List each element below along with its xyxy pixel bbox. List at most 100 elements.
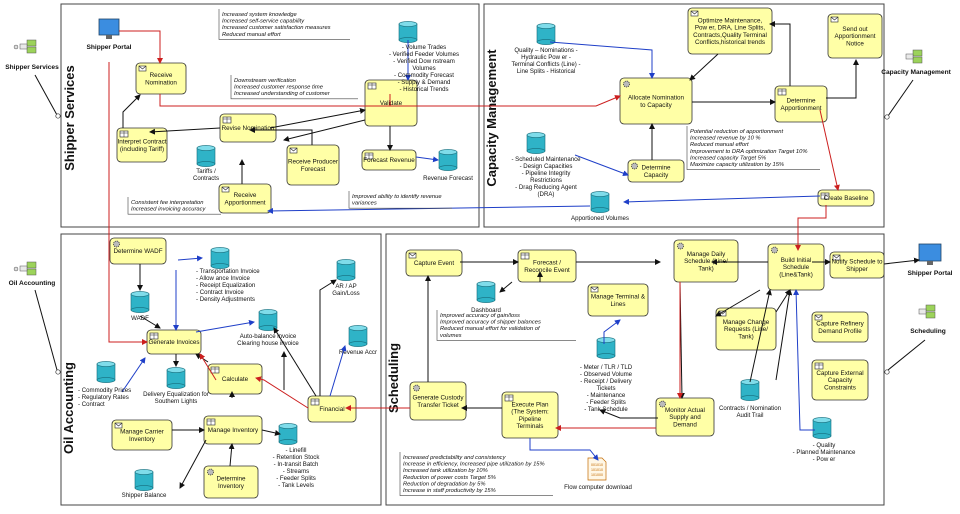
text-line: Improved ability to identify revenue	[352, 194, 442, 200]
text-line: Terminal Conflicts (Line) -	[511, 61, 580, 68]
text-line: Send out	[842, 26, 867, 33]
lane-title-shipper: Shipper Services	[62, 65, 77, 171]
text-line: Forecast	[301, 166, 326, 173]
data-store-dashboard: Dashboard	[471, 281, 501, 314]
text-line: Financial	[319, 406, 344, 413]
text-line: Forecast /	[533, 260, 561, 267]
text-line: Potential reduction of apportionment	[690, 129, 784, 135]
text-line: Calculate	[222, 376, 249, 383]
text-line: Determine	[641, 165, 671, 172]
text-line: - Pipeline Integrity	[522, 170, 572, 177]
text-line: Manage Terminal &	[591, 294, 646, 301]
text-line: Transfer Ticket	[417, 402, 459, 409]
gear-icon	[623, 80, 630, 88]
actor-label: Shipper Portal	[907, 270, 952, 277]
data-store-label: WADF	[131, 315, 149, 322]
envelope-icon	[408, 252, 417, 259]
list-invoice-types: - Transportation Invoice- Allow ance Inv…	[196, 268, 260, 303]
list-validate-inputs: - Volume Trades- Verified Feeder Volumes…	[389, 44, 459, 93]
process-forecast-reconcile[interactable]: Forecast /Reconcile Event	[517, 249, 577, 283]
actor-shipper-portal-top: Shipper Portal	[86, 18, 132, 51]
text-line: - Contract Invoice	[196, 289, 244, 296]
data-store-shipper-balance: Shipper Balance	[122, 469, 167, 499]
text-line: Downstream verification	[234, 78, 296, 84]
gear-icon	[113, 240, 120, 248]
process-manage-inventory[interactable]: Manage Inventory	[203, 415, 263, 445]
text-line: Line Splits - Historical	[517, 68, 576, 75]
envelope-icon	[114, 422, 123, 429]
process-interpret-contract[interactable]: Interpret Contract(including Tariff)	[116, 127, 168, 163]
text-line: Reduced manual effort	[222, 32, 281, 38]
text-line: Generate Invoices	[148, 339, 199, 346]
text-line: Shipper	[846, 266, 868, 273]
note-revenue-variances: Improved ability to identify revenuevari…	[348, 191, 452, 209]
text-line: Manage Inventory	[208, 427, 259, 434]
text-line: variances	[352, 201, 377, 207]
data-store-label: Shipper Balance	[122, 492, 167, 499]
data-store	[398, 21, 418, 43]
text-line: (including Tariff)	[120, 146, 164, 153]
data-store	[96, 361, 116, 383]
process-generate-invoices[interactable]: Generate Invoices	[146, 329, 202, 355]
text-line: Increased customer satisfaction measures	[222, 25, 331, 31]
lane-title-scheduling: Scheduling	[386, 343, 401, 413]
table-icon	[367, 82, 377, 90]
envelope-icon	[832, 254, 841, 261]
process-forecast-revenue[interactable]: Forecast Revenue	[361, 149, 417, 171]
text-line: Demand	[673, 421, 697, 428]
data-store	[258, 309, 278, 331]
gear-icon	[659, 400, 666, 408]
process-calculate[interactable]: Calculate	[207, 363, 263, 395]
process-capture-event[interactable]: Capture Event	[405, 249, 463, 277]
list-commodity-prices: - Commodity Prices- Regulatory Rates- Co…	[78, 387, 131, 408]
text-line: Southern Lights	[155, 398, 198, 405]
actor-label: Capacity Management	[881, 69, 951, 76]
table-icon	[520, 252, 530, 260]
text-line: - Planned Maintenance	[793, 449, 856, 456]
table-icon	[310, 398, 320, 406]
text-line: Inventory	[129, 436, 156, 443]
table-icon	[222, 116, 232, 124]
text-line: Increase in efficiency, Increased pipe u…	[403, 462, 545, 468]
text-line: Capacity	[644, 172, 669, 179]
text-line: to Capacity	[640, 102, 672, 109]
list-meter-items: - Meter / TLR / TLD- Observed Volume- Re…	[580, 364, 633, 413]
process-determine-wadf[interactable]: Determine WADF	[109, 237, 167, 265]
text-line: Lines	[610, 301, 625, 308]
process-financial[interactable]: Financial	[307, 395, 357, 423]
table-icon	[364, 152, 374, 160]
list-inventory-items: - Linefill- Retention Stock- In-transit …	[273, 447, 321, 489]
gear-icon	[207, 468, 214, 476]
process-execute-plan[interactable]: Execute Plan(The System:PipelineTerminal…	[501, 391, 559, 439]
process-manage-terminal-lines[interactable]: Manage Terminal &Lines	[587, 283, 649, 317]
process-revise-nomination[interactable]: Revise Nomination	[219, 113, 277, 143]
process-optimize-maintenance[interactable]: Optimize Maintenance,Pow er, DRA, Line S…	[687, 7, 773, 55]
envelope-icon	[814, 314, 823, 321]
text-line: Apportionment	[225, 199, 266, 206]
gear-icon	[771, 246, 778, 254]
process-create-baseline[interactable]: Create Baseline	[817, 189, 875, 207]
table-icon	[777, 88, 787, 96]
note-scheduling-benefits: Increased predictability and consistency…	[399, 452, 553, 496]
process-validate[interactable]: Validate	[364, 79, 418, 127]
